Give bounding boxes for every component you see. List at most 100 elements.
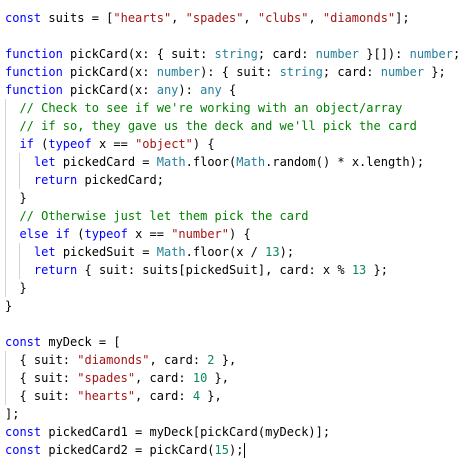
code-line[interactable]: { suit: "diamonds", card: 2 },: [5, 351, 236, 369]
code-line[interactable]: ];: [5, 405, 19, 423]
code-token: "hearts": [77, 389, 136, 403]
code-token: { suit:: [5, 353, 78, 367]
code-line[interactable]: const pickedCard1 = myDeck[pickCard(myDe…: [5, 423, 330, 441]
code-token: [5, 173, 34, 187]
text-cursor: [244, 443, 245, 458]
code-token: },: [207, 371, 229, 385]
code-token: ,: [171, 11, 186, 25]
code-line[interactable]: { suit: "spades", card: 10 },: [5, 369, 229, 387]
code-token: Math: [156, 155, 186, 169]
code-token: "diamonds": [77, 353, 150, 367]
code-token: else if: [19, 227, 71, 241]
code-line[interactable]: function pickCard(x: number): { suit: st…: [5, 63, 446, 81]
code-token: , card:: [149, 353, 208, 367]
code-token: 4: [192, 389, 201, 403]
code-token: "hearts": [113, 11, 172, 25]
code-token: [5, 155, 34, 169]
code-token: [5, 101, 19, 115]
indent-guide: [5, 99, 6, 297]
code-token: pickedCard =: [55, 155, 157, 169]
code-token: {: [221, 83, 237, 97]
code-token: );: [228, 443, 244, 457]
code-token: 10: [192, 371, 208, 385]
code-token: // if so, they gave us the deck and we'l…: [19, 119, 417, 133]
code-token: pickCard(x: { suit:: [62, 47, 215, 61]
code-token: string: [279, 65, 323, 79]
code-token: any: [156, 83, 179, 97]
code-token: [5, 137, 19, 151]
code-token: "spades": [185, 11, 244, 25]
code-token: // Check to see if we're working with an…: [19, 101, 403, 115]
code-token: "spades": [77, 371, 136, 385]
code-token: .floor(: [185, 155, 237, 169]
code-line[interactable]: // Otherwise just let them pick the card: [5, 207, 308, 225]
code-line[interactable]: const pickedCard2 = pickCard(15);: [5, 441, 243, 459]
code-token: pickedCard2 = pickCard(: [41, 443, 215, 457]
code-token: },: [214, 353, 237, 367]
code-line[interactable]: else if (typeof x == "number") {: [5, 225, 251, 243]
code-token: { suit:: [5, 371, 78, 385]
code-token: , card:: [135, 371, 193, 385]
code-token: [5, 263, 34, 277]
code-token: ; card:: [257, 47, 316, 61]
code-token: [5, 227, 19, 241]
code-token: 15: [214, 443, 229, 457]
code-token: ; card:: [322, 65, 381, 79]
code-token: ];: [395, 11, 410, 25]
code-token: const: [5, 335, 42, 349]
code-token: { suit: suits[pickedSuit], card: x %: [77, 263, 352, 277]
code-token: Math: [156, 245, 186, 259]
code-token: // Otherwise just let them pick the card: [19, 209, 309, 223]
code-token: function: [5, 83, 63, 97]
code-token: suits = [: [41, 11, 114, 25]
code-token: x ==: [91, 137, 136, 151]
code-token: string: [214, 47, 258, 61]
code-line[interactable]: }: [5, 279, 26, 297]
code-token: pickedSuit =: [55, 245, 157, 259]
code-line[interactable]: function pickCard(x: { suit: string; car…: [5, 45, 460, 63]
code-token: };: [366, 263, 388, 277]
code-token: ];: [5, 407, 20, 421]
code-token: any: [200, 83, 222, 97]
code-token: Math: [236, 155, 266, 169]
code-token: (: [70, 227, 85, 241]
code-token: "diamonds": [322, 11, 396, 25]
code-line[interactable]: const myDeck = [: [5, 333, 121, 351]
code-line[interactable]: if (typeof x == "object") {: [5, 135, 214, 153]
code-token: }: [5, 299, 13, 313]
indent-guide: [19, 243, 20, 279]
code-token: "object": [135, 137, 193, 151]
code-token: ) {: [229, 227, 251, 241]
code-token: 13: [351, 263, 367, 277]
code-line[interactable]: { suit: "hearts", card: 4 },: [5, 387, 221, 405]
code-token: let: [33, 245, 56, 259]
code-token: number: [409, 47, 453, 61]
code-token: "clubs": [257, 11, 309, 25]
code-token: ): { suit:: [200, 65, 280, 79]
code-token: return: [33, 173, 78, 187]
code-line[interactable]: }: [5, 189, 27, 207]
code-line[interactable]: [5, 315, 12, 333]
code-line[interactable]: function pickCard(x: any): any {: [5, 81, 236, 99]
code-token: const: [5, 425, 42, 439]
code-token: ,: [243, 11, 258, 25]
code-token: }: [5, 191, 27, 205]
code-line[interactable]: let pickedCard = Math.floor(Math.random(…: [5, 153, 424, 171]
code-token: pickCard(x:: [62, 65, 157, 79]
code-token: , card:: [135, 389, 193, 403]
code-token: [5, 209, 19, 223]
code-line[interactable]: // Check to see if we're working with an…: [5, 99, 402, 117]
code-line[interactable]: }: [5, 297, 12, 315]
code-line[interactable]: return { suit: suits[pickedSuit], card: …: [5, 261, 388, 279]
code-token: { suit:: [5, 389, 78, 403]
code-line[interactable]: // if so, they gave us the deck and we'l…: [5, 117, 417, 135]
code-line[interactable]: [5, 27, 12, 45]
code-line[interactable]: return pickedCard;: [5, 171, 164, 189]
code-token: number: [315, 47, 360, 61]
code-token: }[]):: [359, 47, 410, 61]
code-line[interactable]: const suits = ["hearts", "spades", "club…: [5, 9, 410, 27]
code-line[interactable]: let pickedSuit = Math.floor(x / 13);: [5, 243, 294, 261]
code-token: };: [424, 65, 446, 79]
code-token: const: [5, 443, 42, 457]
